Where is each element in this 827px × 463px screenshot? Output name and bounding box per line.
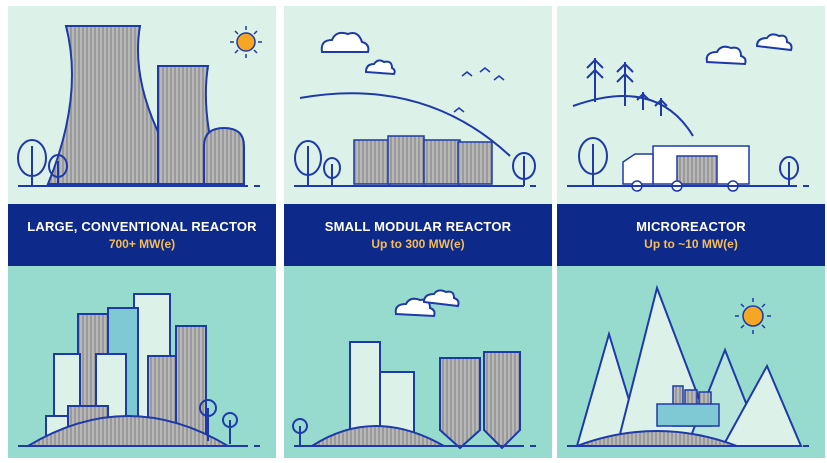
cooling-tower-icon [46, 25, 245, 185]
cloud-icon [394, 289, 460, 318]
microreactor-scene [557, 6, 825, 204]
truck-icon [622, 145, 750, 192]
tree-icon [294, 140, 536, 186]
panel-title: LARGE, CONVENTIONAL REACTOR [27, 218, 257, 234]
panel-title: SMALL MODULAR REACTOR [324, 218, 512, 234]
tree-icon [199, 399, 238, 444]
sun-icon [230, 26, 262, 58]
smr-label: SMALL MODULAR REACTOR Up to 300 MW(e) [284, 204, 552, 266]
reactor-modules [353, 135, 493, 185]
smr-scene [284, 6, 552, 204]
bird-icon [453, 67, 505, 113]
sun-icon [735, 298, 771, 334]
panel-microreactor: MICROREACTOR Up to ~10 MW(e) [557, 6, 825, 458]
silo-icon [439, 351, 521, 450]
tree-icon [578, 137, 799, 186]
factory-icon [656, 385, 720, 427]
panel-title: MICROREACTOR [636, 218, 746, 234]
panel-subtitle: Up to ~10 MW(e) [644, 236, 738, 251]
panel-subtitle: 700+ MW(e) [108, 236, 176, 251]
panel-small-modular-reactor: SMALL MODULAR REACTOR Up to 300 MW(e) [284, 6, 552, 458]
cloud-icon [320, 31, 396, 76]
large-reactor-scene [8, 6, 276, 204]
cloud-icon [705, 33, 793, 66]
panel-subtitle: Up to 300 MW(e) [371, 236, 465, 251]
pine-tree-icon [586, 58, 668, 116]
city-scene [8, 266, 276, 458]
tree-icon [17, 139, 68, 186]
mountain-scene [557, 266, 825, 458]
large-reactor-label: LARGE, CONVENTIONAL REACTOR 700+ MW(e) [8, 204, 276, 266]
tree-icon [292, 418, 308, 446]
microreactor-label: MICROREACTOR Up to ~10 MW(e) [557, 204, 825, 266]
panel-large-reactor: LARGE, CONVENTIONAL REACTOR 700+ MW(e) [8, 6, 276, 458]
industrial-scene [284, 266, 552, 458]
